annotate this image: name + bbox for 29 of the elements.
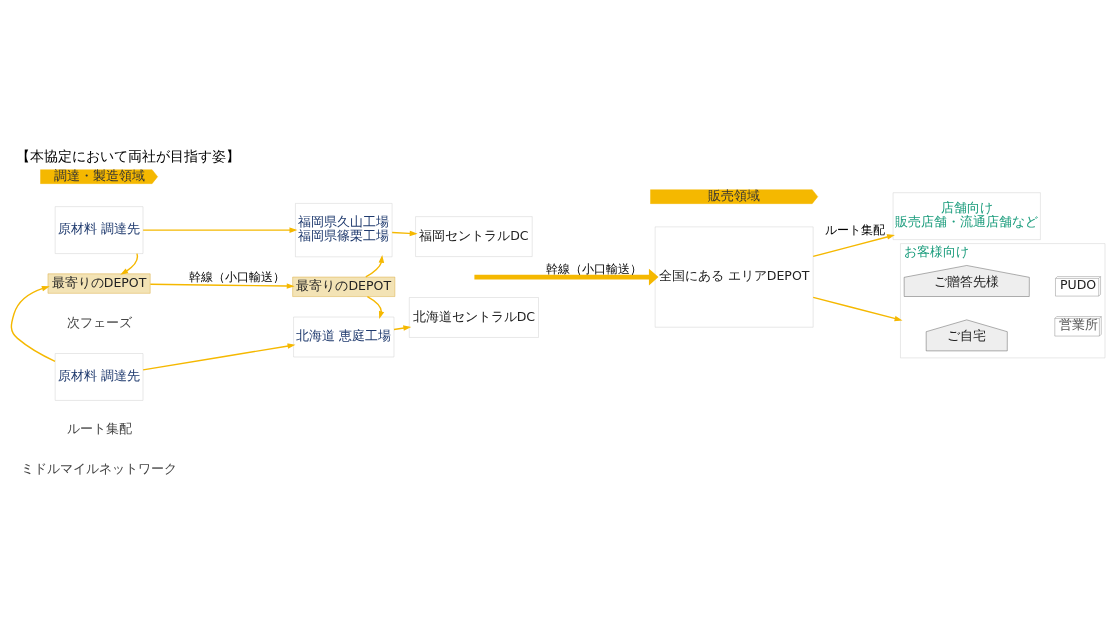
node-box: 最寄りのDEPOT — [292, 276, 396, 297]
node-box: 原材料 調達先 — [54, 206, 144, 254]
edge-label: ルート集配 — [825, 223, 886, 238]
arrow — [474, 268, 659, 286]
label: ミドルマイルネットワーク — [21, 461, 178, 477]
arrow — [812, 234, 895, 258]
node-box: 最寄りのDEPOT — [47, 273, 151, 294]
arrow — [365, 254, 385, 278]
arrow — [812, 296, 903, 322]
node-box: 北海道 恵庭工場 — [293, 316, 395, 358]
arrow — [142, 227, 298, 233]
node-box: 店舗向け 販売店舗・流通店舗など — [892, 192, 1041, 240]
arrow — [10, 285, 56, 362]
node-box: 福岡県久山工場 福岡県篠栗工場 — [295, 203, 393, 258]
diagram-title: 【本協定において両社が目指す姿】 — [15, 147, 240, 164]
arrow — [149, 283, 295, 289]
edge-label: 幹線（小口輸送） — [188, 270, 285, 285]
edge-label: 幹線（小口輸送） — [546, 262, 643, 277]
node-box: 原材料 調達先 — [54, 353, 144, 401]
arrow — [142, 343, 296, 371]
arrow — [391, 230, 418, 237]
node-box: 全国にある エリアDEPOT — [654, 226, 814, 328]
node-box: 北海道セントラルDC — [409, 297, 539, 338]
arrow — [393, 325, 412, 331]
arrow — [120, 252, 139, 275]
node-box: 福岡セントラルDC — [415, 216, 533, 257]
arrow — [366, 295, 385, 319]
label: ルート集配 — [66, 421, 132, 437]
label: 次フェーズ — [66, 314, 132, 330]
